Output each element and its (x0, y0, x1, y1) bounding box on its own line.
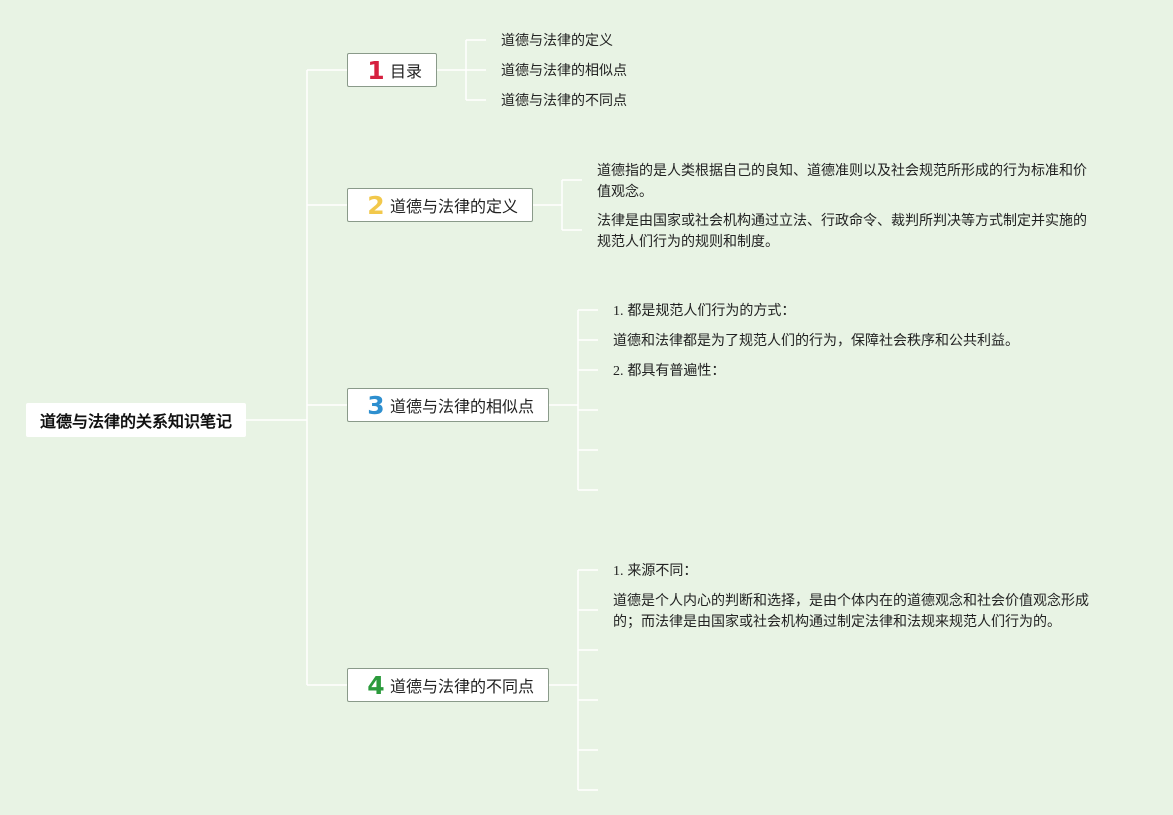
list-number: 2. (613, 364, 624, 379)
leaf-similarities[interactable]: 道德与法律的相似点 (501, 62, 627, 78)
branch-node-definition[interactable]: 2 道德与法律的定义 (347, 188, 533, 222)
branch-node-toc[interactable]: 1 目录 (347, 53, 437, 87)
number-3-icon: 3 (367, 390, 385, 420)
branch-label: 道德与法律的不同点 (390, 679, 535, 696)
root-title: 道德与法律的关系知识笔记 (39, 414, 232, 431)
branch-label: 道德与法律的相似点 (390, 399, 535, 416)
list-text: 都是规范人们行为的方式： (627, 302, 796, 318)
leaf-similarity-2[interactable]: 2. 都具有普遍性： (613, 360, 725, 382)
leaf-definition[interactable]: 道德与法律的定义 (501, 32, 613, 48)
branch-label: 道德与法律的定义 (390, 199, 519, 216)
branch-node-differences[interactable]: 4 道德与法律的不同点 (347, 668, 549, 702)
leaf-differences[interactable]: 道德与法律的不同点 (501, 92, 627, 108)
list-number: 1. (613, 564, 624, 579)
number-1-icon: 1 (367, 55, 385, 85)
list-text: 都具有普遍性： (627, 362, 726, 378)
leaf-morality-definition[interactable]: 道德指的是人类根据自己的良知、道德准则以及社会规范所形成的行为标准和价值观念。 (597, 162, 1087, 199)
list-number: 1. (613, 304, 624, 319)
branch-label: 目录 (390, 64, 423, 81)
list-text: 来源不同： (627, 562, 698, 578)
root-node[interactable]: 道德与法律的关系知识笔记 (26, 403, 246, 437)
leaf-law-definition[interactable]: 法律是由国家或社会机构通过立法、行政命令、裁判所判决等方式制定并实施的规范人们行… (597, 212, 1087, 249)
number-4-icon: 4 (367, 670, 385, 700)
leaf-similarity-1[interactable]: 1. 都是规范人们行为的方式： (613, 300, 795, 322)
leaf-similarity-1-detail[interactable]: 道德和法律都是为了规范人们的行为，保障社会秩序和公共利益。 (613, 332, 1019, 348)
number-2-icon: 2 (367, 190, 385, 220)
leaf-difference-1-detail[interactable]: 道德是个人内心的判断和选择，是由个体内在的道德观念和社会价值观念形成的；而法律是… (613, 592, 1089, 629)
leaf-difference-1[interactable]: 1. 来源不同： (613, 560, 697, 582)
branch-node-similarities[interactable]: 3 道德与法律的相似点 (347, 388, 549, 422)
